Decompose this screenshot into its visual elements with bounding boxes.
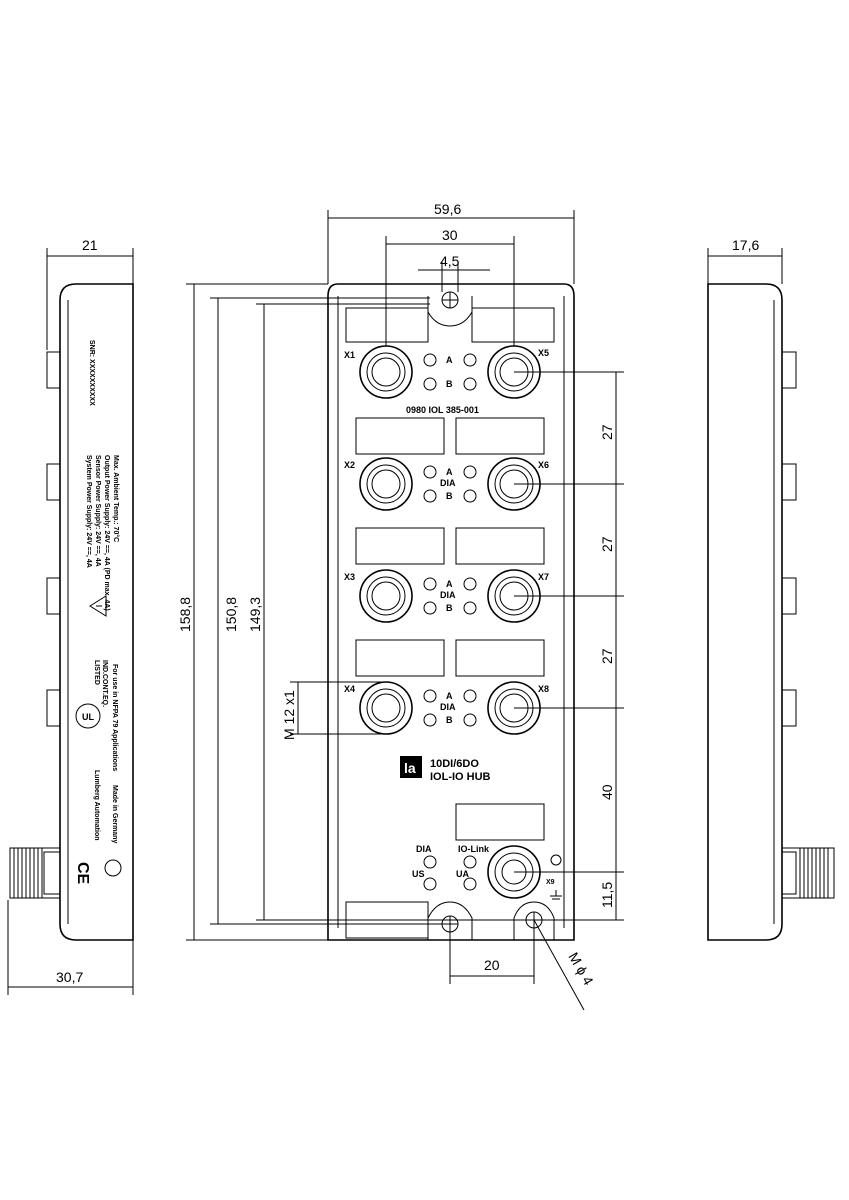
dim-total-width: 59,6 [434,201,461,217]
led-label-b: B [446,715,453,725]
warning-triangle-icon [89,595,107,617]
article-number: 0980 IOL 385-001 [406,405,479,415]
led-label-a: A [446,691,453,701]
port-label-x1: X1 [344,350,355,360]
ua-label: UA [456,869,469,879]
connector-x4 [359,681,413,735]
led-label-dia: DIA [440,590,456,600]
led-label-dia: DIA [440,702,456,712]
dim-spacing-30: 30 [442,227,458,243]
dim-pitch-a: 27 [599,424,615,440]
snr-text: SNR: XXXXXXXXXX [88,340,95,406]
dim-left-width: 21 [82,237,98,253]
port-label-x7: X7 [538,572,549,582]
port-label-x6: X6 [538,460,549,470]
dim-hole-spacing: 20 [484,957,500,973]
dim-pitch-d: 40 [599,784,615,800]
made-in-text: Made in Germany [111,785,118,843]
spec-line-3: Output Power Supply: 24V ==, 4A (PD max.… [103,455,110,611]
port-label-x2: X2 [344,460,355,470]
io-link-label: IO-Link [458,844,490,854]
port-label-x8: X8 [538,684,549,694]
port-label-x5: X5 [538,348,549,358]
led-group [423,353,562,891]
connector-x3 [359,569,413,623]
left-side-view: SNR: XXXXXXXXXX System Power Supply: 24V… [9,283,134,941]
brand-logo-icon: la [400,756,422,778]
led-label-b: B [446,603,453,613]
spec-line-4: Max. Ambient Temp.: 70°C [112,455,120,542]
ground-icon [550,890,562,900]
dim-height-158-8: 158,8 [177,597,193,632]
dim-right-width: 17,6 [732,237,759,253]
led-label-b: B [446,491,453,501]
dim-left-depth: 30,7 [56,969,83,985]
left-dimensions: 21 30,7 [7,237,134,995]
approval-mark-icon [104,859,122,877]
led-label-dia: DIA [440,478,456,488]
led-label-a: A [446,355,453,365]
listed-text: LISTED [93,660,100,685]
dim-height-150-8: 150,8 [223,597,239,632]
ce-mark-icon: CE [74,862,91,885]
dim-height-149-3: 149,3 [247,597,263,632]
connector-x2 [359,457,413,511]
led-label-a: A [446,467,453,477]
led-label-a: A [446,579,453,589]
svg-text:UL: UL [82,712,94,722]
dim-pitch-e: 11,5 [599,882,615,908]
x9-label: X9 [546,879,555,886]
led-label-b: B [446,379,453,389]
right-side-view [707,283,835,941]
dim-pitch-b: 27 [599,536,615,552]
nfpa-text: For use in NFPA 79 Applications [111,664,118,771]
maker-text: Lumberg Automation [93,770,100,841]
us-label: US [412,869,425,879]
dia-label: DIA [416,844,432,854]
connector-x1 [359,345,413,399]
spec-line-2: Sensor Power Supply: 24V ==, 4A [94,455,101,567]
dim-pitch-c: 27 [599,648,615,664]
dim-thread: M 12 x1 [281,690,297,740]
dim-screw: M ϕ 4 [565,950,596,989]
port-label-x4: X4 [344,684,355,694]
port-label-x3: X3 [344,572,355,582]
ind-cont-text: IND.CONT.EQ. [101,660,108,707]
right-dimensions: 17,6 [707,237,783,284]
front-view: X1 X5 X2 X6 X3 X7 X4 X8 A B A DIA B A DI… [327,283,575,941]
spec-line-1: System Power Supply: 24V ==, 4A [85,455,92,568]
front-dimensions: 59,6 30 4,5 158,8 150,8 149,3 [177,201,624,1011]
ul-mark-icon: UL [75,703,101,729]
model-line-1: 10DI/6DO [430,758,479,770]
model-line-2: IOL-IO HUB [430,771,491,783]
svg-text:CE: CE [74,862,91,885]
dim-spacing-4-5: 4,5 [440,253,460,269]
svg-text:la: la [404,760,416,776]
